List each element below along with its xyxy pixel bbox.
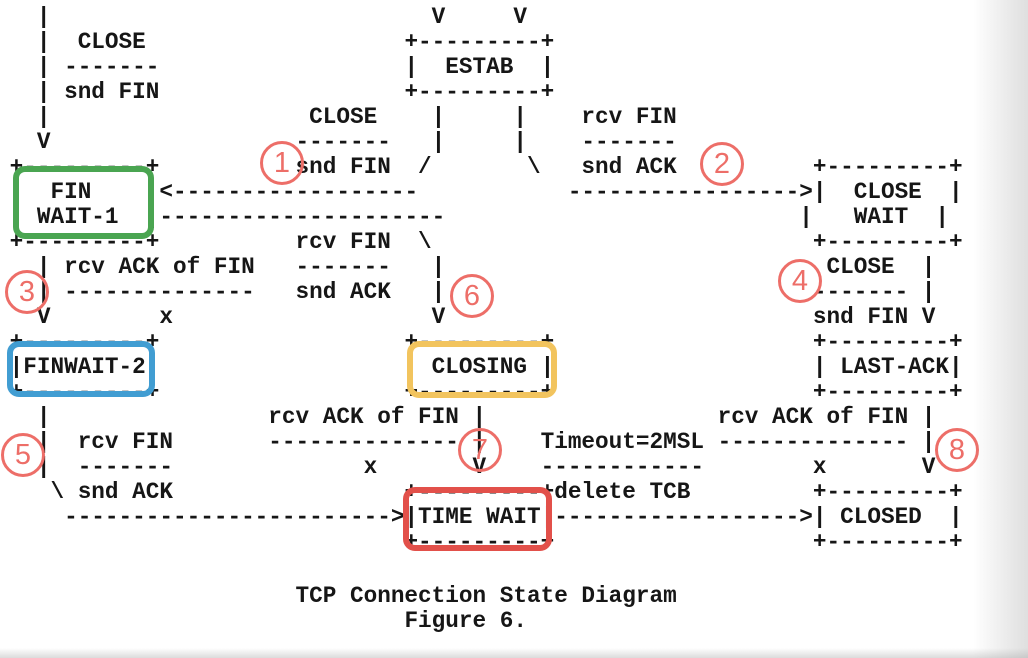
ascii-art-line: | rcv ACK of FIN | rcv ACK of FIN | (0, 404, 936, 430)
ascii-art-line: | CLOSE | | rcv FIN (0, 104, 677, 130)
ascii-art-line: | WAIT-1 |--------------------- | WAIT | (0, 204, 950, 230)
annotation-circle-1: 1 (260, 141, 304, 185)
ascii-art-line: | CLOSE +---------+ (0, 29, 555, 55)
ascii-art-line: |FINWAIT-2| | CLOSING | | LAST-ACK| (0, 354, 963, 380)
annotation-circle-3: 3 (5, 270, 49, 314)
state-highlight-finwait-2 (7, 341, 155, 397)
state-highlight-time-wait (403, 487, 552, 551)
ascii-art-line: V ------- | | ------- (0, 129, 677, 155)
annotation-circle-8: 8 (935, 428, 979, 472)
annotation-circle-4: 4 (778, 259, 822, 303)
ascii-art-line: | rcv FIN -------------- | Timeout=2MSL … (0, 429, 936, 455)
annotation-circle-5: 5 (1, 433, 45, 477)
annotation-circle-2: 2 (700, 142, 744, 186)
ascii-art-line: | ------- x V ------------ x V (0, 454, 936, 480)
annotation-circle-6: 6 (450, 274, 494, 318)
state-highlight-closing (407, 341, 557, 398)
state-highlight-fin-wait-1 (13, 166, 154, 239)
page-edge-shadow-right (973, 0, 1028, 658)
diagram-caption-title: TCP Connection State Diagram (295, 583, 677, 609)
ascii-art-line: | ------- | ESTAB | (0, 54, 555, 80)
ascii-art-line: | snd FIN +---------+ (0, 79, 555, 105)
ascii-art-line: | FIN |<------------------ -------------… (0, 179, 963, 205)
ascii-art-line: V x V snd FIN V (0, 304, 936, 330)
diagram-caption-figure: Figure 6. (404, 608, 527, 634)
ascii-art-line: | rcv ACK of FIN ------- | CLOSE | (0, 254, 936, 280)
annotation-circle-7: 7 (458, 428, 502, 472)
page-edge-shadow-bottom (0, 648, 1028, 658)
ascii-art-line: | V V (0, 4, 527, 30)
